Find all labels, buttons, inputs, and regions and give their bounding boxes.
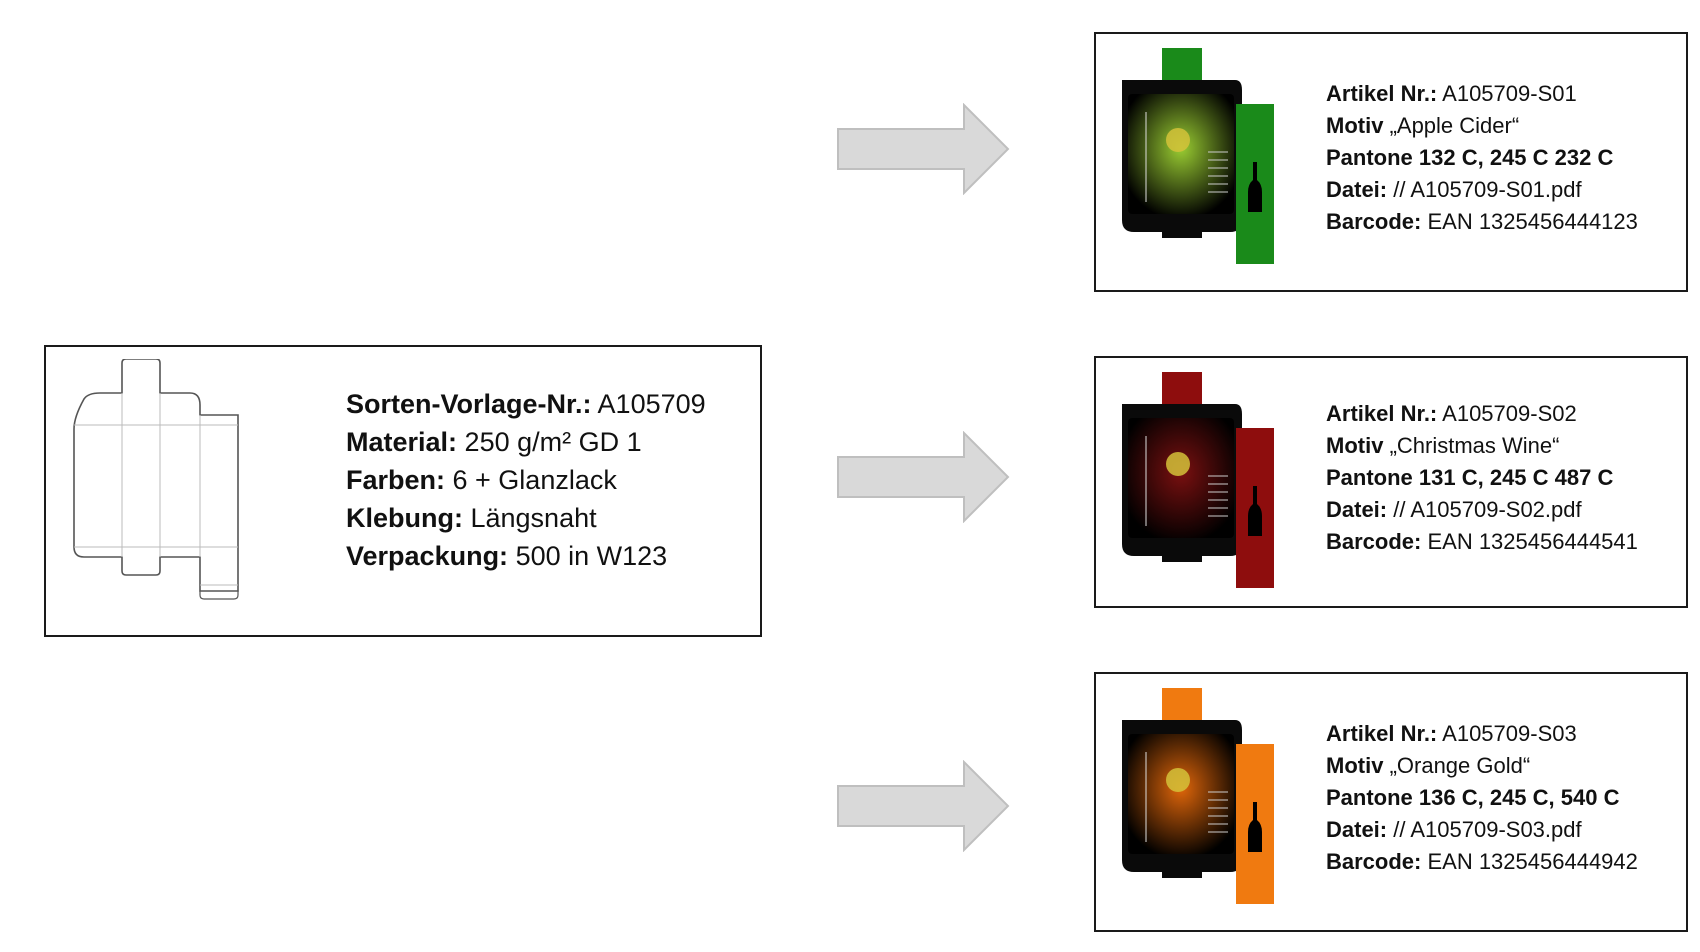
dieline-icon xyxy=(73,359,239,600)
spec-value: EAN 1325456444942 xyxy=(1421,849,1638,874)
spec-value: // A105709-S01.pdf xyxy=(1387,177,1582,202)
front-panel xyxy=(1128,94,1234,214)
bottle-icon xyxy=(1248,162,1262,212)
spec-line: Barcode: EAN 1325456444942 xyxy=(1326,846,1638,878)
spec-line: Klebung: Längsnaht xyxy=(346,499,706,537)
spec-key: Klebung: xyxy=(346,503,463,533)
spec-key: Pantone 132 C, 245 C 232 C xyxy=(1326,145,1614,170)
spec-line: Artikel Nr.: A105709-S03 xyxy=(1326,718,1638,750)
front-panel xyxy=(1128,418,1234,538)
spec-line: Pantone 131 C, 245 C 487 C xyxy=(1326,462,1638,494)
spec-key: Verpackung: xyxy=(346,541,509,571)
spec-key: Artikel Nr.: xyxy=(1326,81,1438,106)
disc-icon xyxy=(1166,128,1190,152)
spec-key: Pantone 131 C, 245 C 487 C xyxy=(1326,465,1614,490)
spec-value: // A105709-S02.pdf xyxy=(1387,497,1582,522)
spec-value: 6 + Glanzlack xyxy=(445,465,617,495)
spec-line: Motiv „Apple Cider“ xyxy=(1326,110,1638,142)
spec-line: Material: 250 g/m² GD 1 xyxy=(346,423,706,461)
spec-line: Motiv „Orange Gold“ xyxy=(1326,750,1638,782)
spec-key: Material: xyxy=(346,427,458,457)
disc-icon xyxy=(1166,768,1190,792)
spec-line: Artikel Nr.: A105709-S02 xyxy=(1326,398,1638,430)
spec-value: „Orange Gold“ xyxy=(1383,753,1531,778)
spec-key: Artikel Nr.: xyxy=(1326,721,1438,746)
spec-value: A105709-S03 xyxy=(1437,721,1577,746)
spec-value: A105709-S02 xyxy=(1437,401,1577,426)
spec-line: Datei: // A105709-S02.pdf xyxy=(1326,494,1638,526)
spec-key: Sorten-Vorlage-Nr.: xyxy=(346,389,592,419)
spec-line: Pantone 132 C, 245 C 232 C xyxy=(1326,142,1638,174)
spec-line: Barcode: EAN 1325456444123 xyxy=(1326,206,1638,238)
spec-key: Pantone 136 C, 245 C, 540 C xyxy=(1326,785,1620,810)
package-artwork xyxy=(1122,48,1274,264)
spec-value: „Christmas Wine“ xyxy=(1383,433,1560,458)
spec-line: Farben: 6 + Glanzlack xyxy=(346,461,706,499)
spec-key: Barcode: xyxy=(1326,209,1422,234)
disc-icon xyxy=(1166,452,1190,476)
arrow-right-icon xyxy=(837,103,1010,195)
spec-key: Motiv xyxy=(1326,113,1384,138)
spec-line: Artikel Nr.: A105709-S01 xyxy=(1326,78,1638,110)
package-artwork xyxy=(1122,688,1274,904)
spec-line: Pantone 136 C, 245 C, 540 C xyxy=(1326,782,1638,814)
spec-value: // A105709-S03.pdf xyxy=(1387,817,1582,842)
spec-line: Motiv „Christmas Wine“ xyxy=(1326,430,1638,462)
spec-line: Datei: // A105709-S01.pdf xyxy=(1326,174,1638,206)
spec-key: Datei: xyxy=(1326,497,1388,522)
spec-value: A105709 xyxy=(591,389,706,419)
arrow-right-icon xyxy=(837,760,1010,852)
spec-value: EAN 1325456444541 xyxy=(1421,529,1638,554)
spec-line: Barcode: EAN 1325456444541 xyxy=(1326,526,1638,558)
bottle-icon xyxy=(1248,486,1262,536)
spec-value: EAN 1325456444123 xyxy=(1421,209,1638,234)
spec-value: „Apple Cider“ xyxy=(1383,113,1520,138)
spec-key: Datei: xyxy=(1326,177,1388,202)
spec-key: Motiv xyxy=(1326,433,1384,458)
spec-key: Motiv xyxy=(1326,753,1384,778)
spec-key: Datei: xyxy=(1326,817,1388,842)
spec-key: Farben: xyxy=(346,465,446,495)
spec-value: 500 in W123 xyxy=(508,541,668,571)
arrow-right-icon xyxy=(837,431,1010,523)
spec-line: Datei: // A105709-S03.pdf xyxy=(1326,814,1638,846)
package-artwork xyxy=(1122,372,1274,588)
spec-key: Artikel Nr.: xyxy=(1326,401,1438,426)
spec-line: Sorten-Vorlage-Nr.: A105709 xyxy=(346,385,706,423)
spec-key: Barcode: xyxy=(1326,849,1422,874)
spec-value: Längsnaht xyxy=(462,503,597,533)
bottle-icon xyxy=(1248,802,1262,852)
spec-key: Barcode: xyxy=(1326,529,1422,554)
front-panel xyxy=(1128,734,1234,854)
spec-value: 250 g/m² GD 1 xyxy=(457,427,642,457)
spec-line: Verpackung: 500 in W123 xyxy=(346,537,706,575)
spec-value: A105709-S01 xyxy=(1437,81,1577,106)
